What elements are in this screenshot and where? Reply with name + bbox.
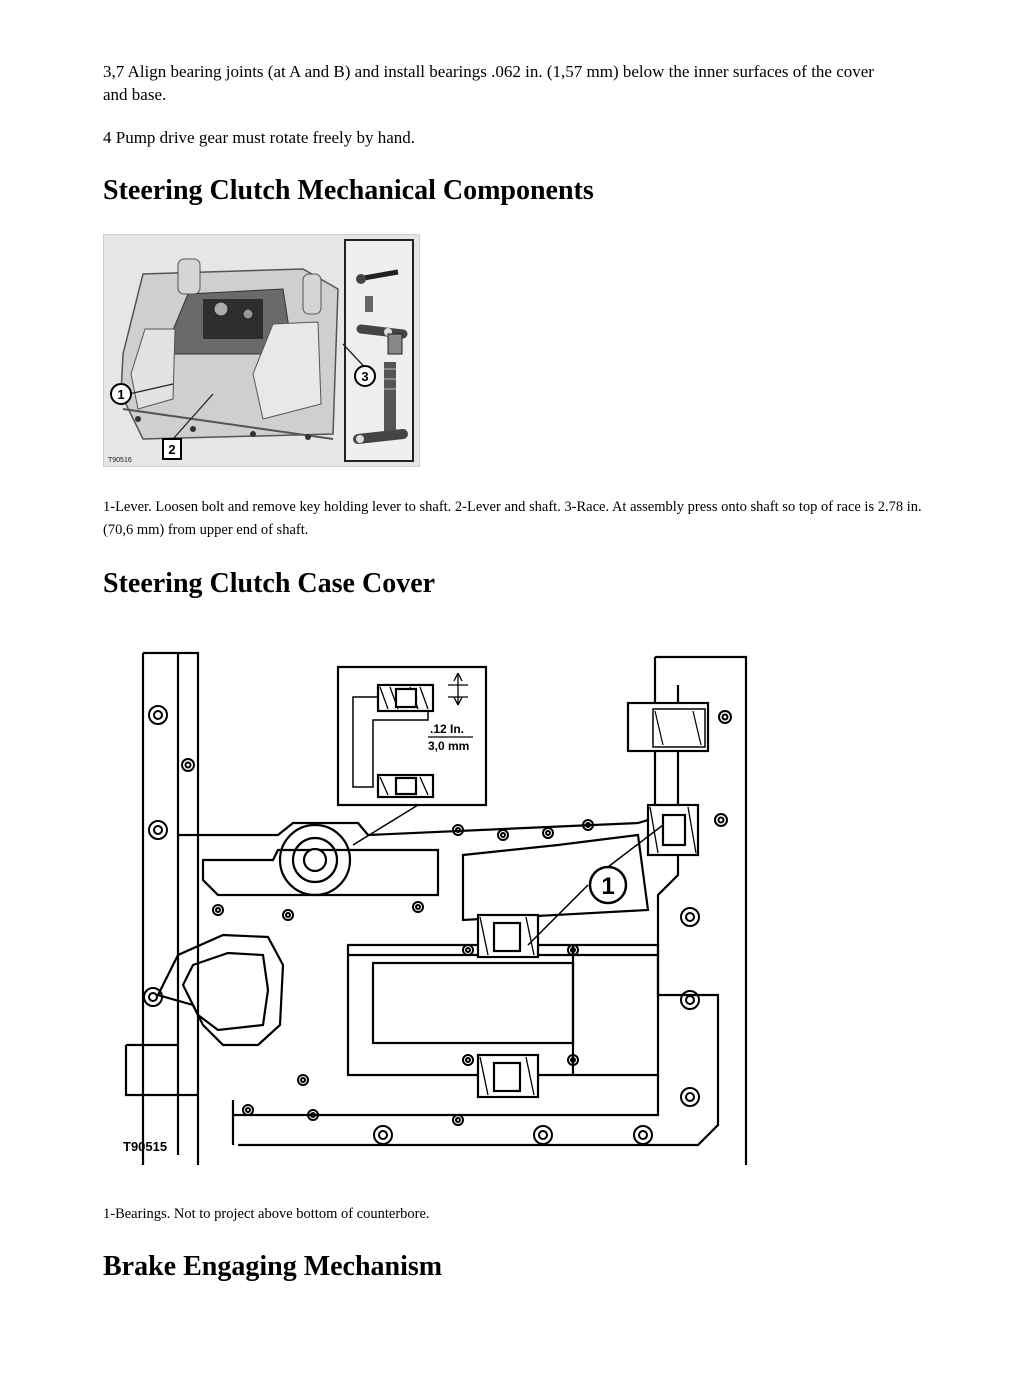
- heading-brake-engaging-mechanism: Brake Engaging Mechanism: [103, 1251, 443, 1282]
- figure2-image-code: T90515: [123, 1139, 167, 1154]
- svg-text:2: 2: [168, 442, 175, 457]
- callout-3: 3: [354, 365, 376, 387]
- figure1-image-code: T90516: [108, 457, 132, 464]
- bolt-holes: [143, 705, 732, 1145]
- svg-text:.12 In.: .12 In.: [430, 722, 464, 736]
- callout-1-bearings: 1: [588, 865, 628, 905]
- svg-text:1: 1: [601, 873, 614, 900]
- housing-illustration: [120, 258, 339, 440]
- svg-text:3,0 mm: 3,0 mm: [428, 739, 469, 753]
- heading-steering-clutch-case-cover: Steering Clutch Case Cover: [103, 568, 436, 599]
- instruction-paragraph-bearings: 3,7 Align bearing joints (at A and B) an…: [103, 62, 874, 104]
- figure1-caption: 1-Lever. Loosen bolt and remove key hold…: [103, 499, 922, 538]
- figure-case-cover: .12 In. 3,0 mm 1: [123, 651, 748, 1165]
- callout-2: 2: [162, 438, 182, 460]
- figure-mechanical-components: 1 2 3 T90516: [103, 234, 420, 467]
- hub: [278, 823, 352, 897]
- heading-steering-clutch-mechanical: Steering Clutch Mechanical Components: [103, 175, 594, 206]
- instruction-paragraph-pump: 4 Pump drive gear must rotate freely by …: [103, 128, 416, 147]
- exploded-parts: [353, 269, 408, 444]
- figure2-caption: 1-Bearings. Not to project above bottom …: [103, 1206, 430, 1222]
- callout-1: 1: [110, 383, 132, 405]
- detail-inset: .12 In. 3,0 mm: [336, 665, 488, 807]
- svg-text:1: 1: [117, 387, 124, 402]
- bearings: [476, 803, 700, 1099]
- svg-text:3: 3: [361, 369, 368, 384]
